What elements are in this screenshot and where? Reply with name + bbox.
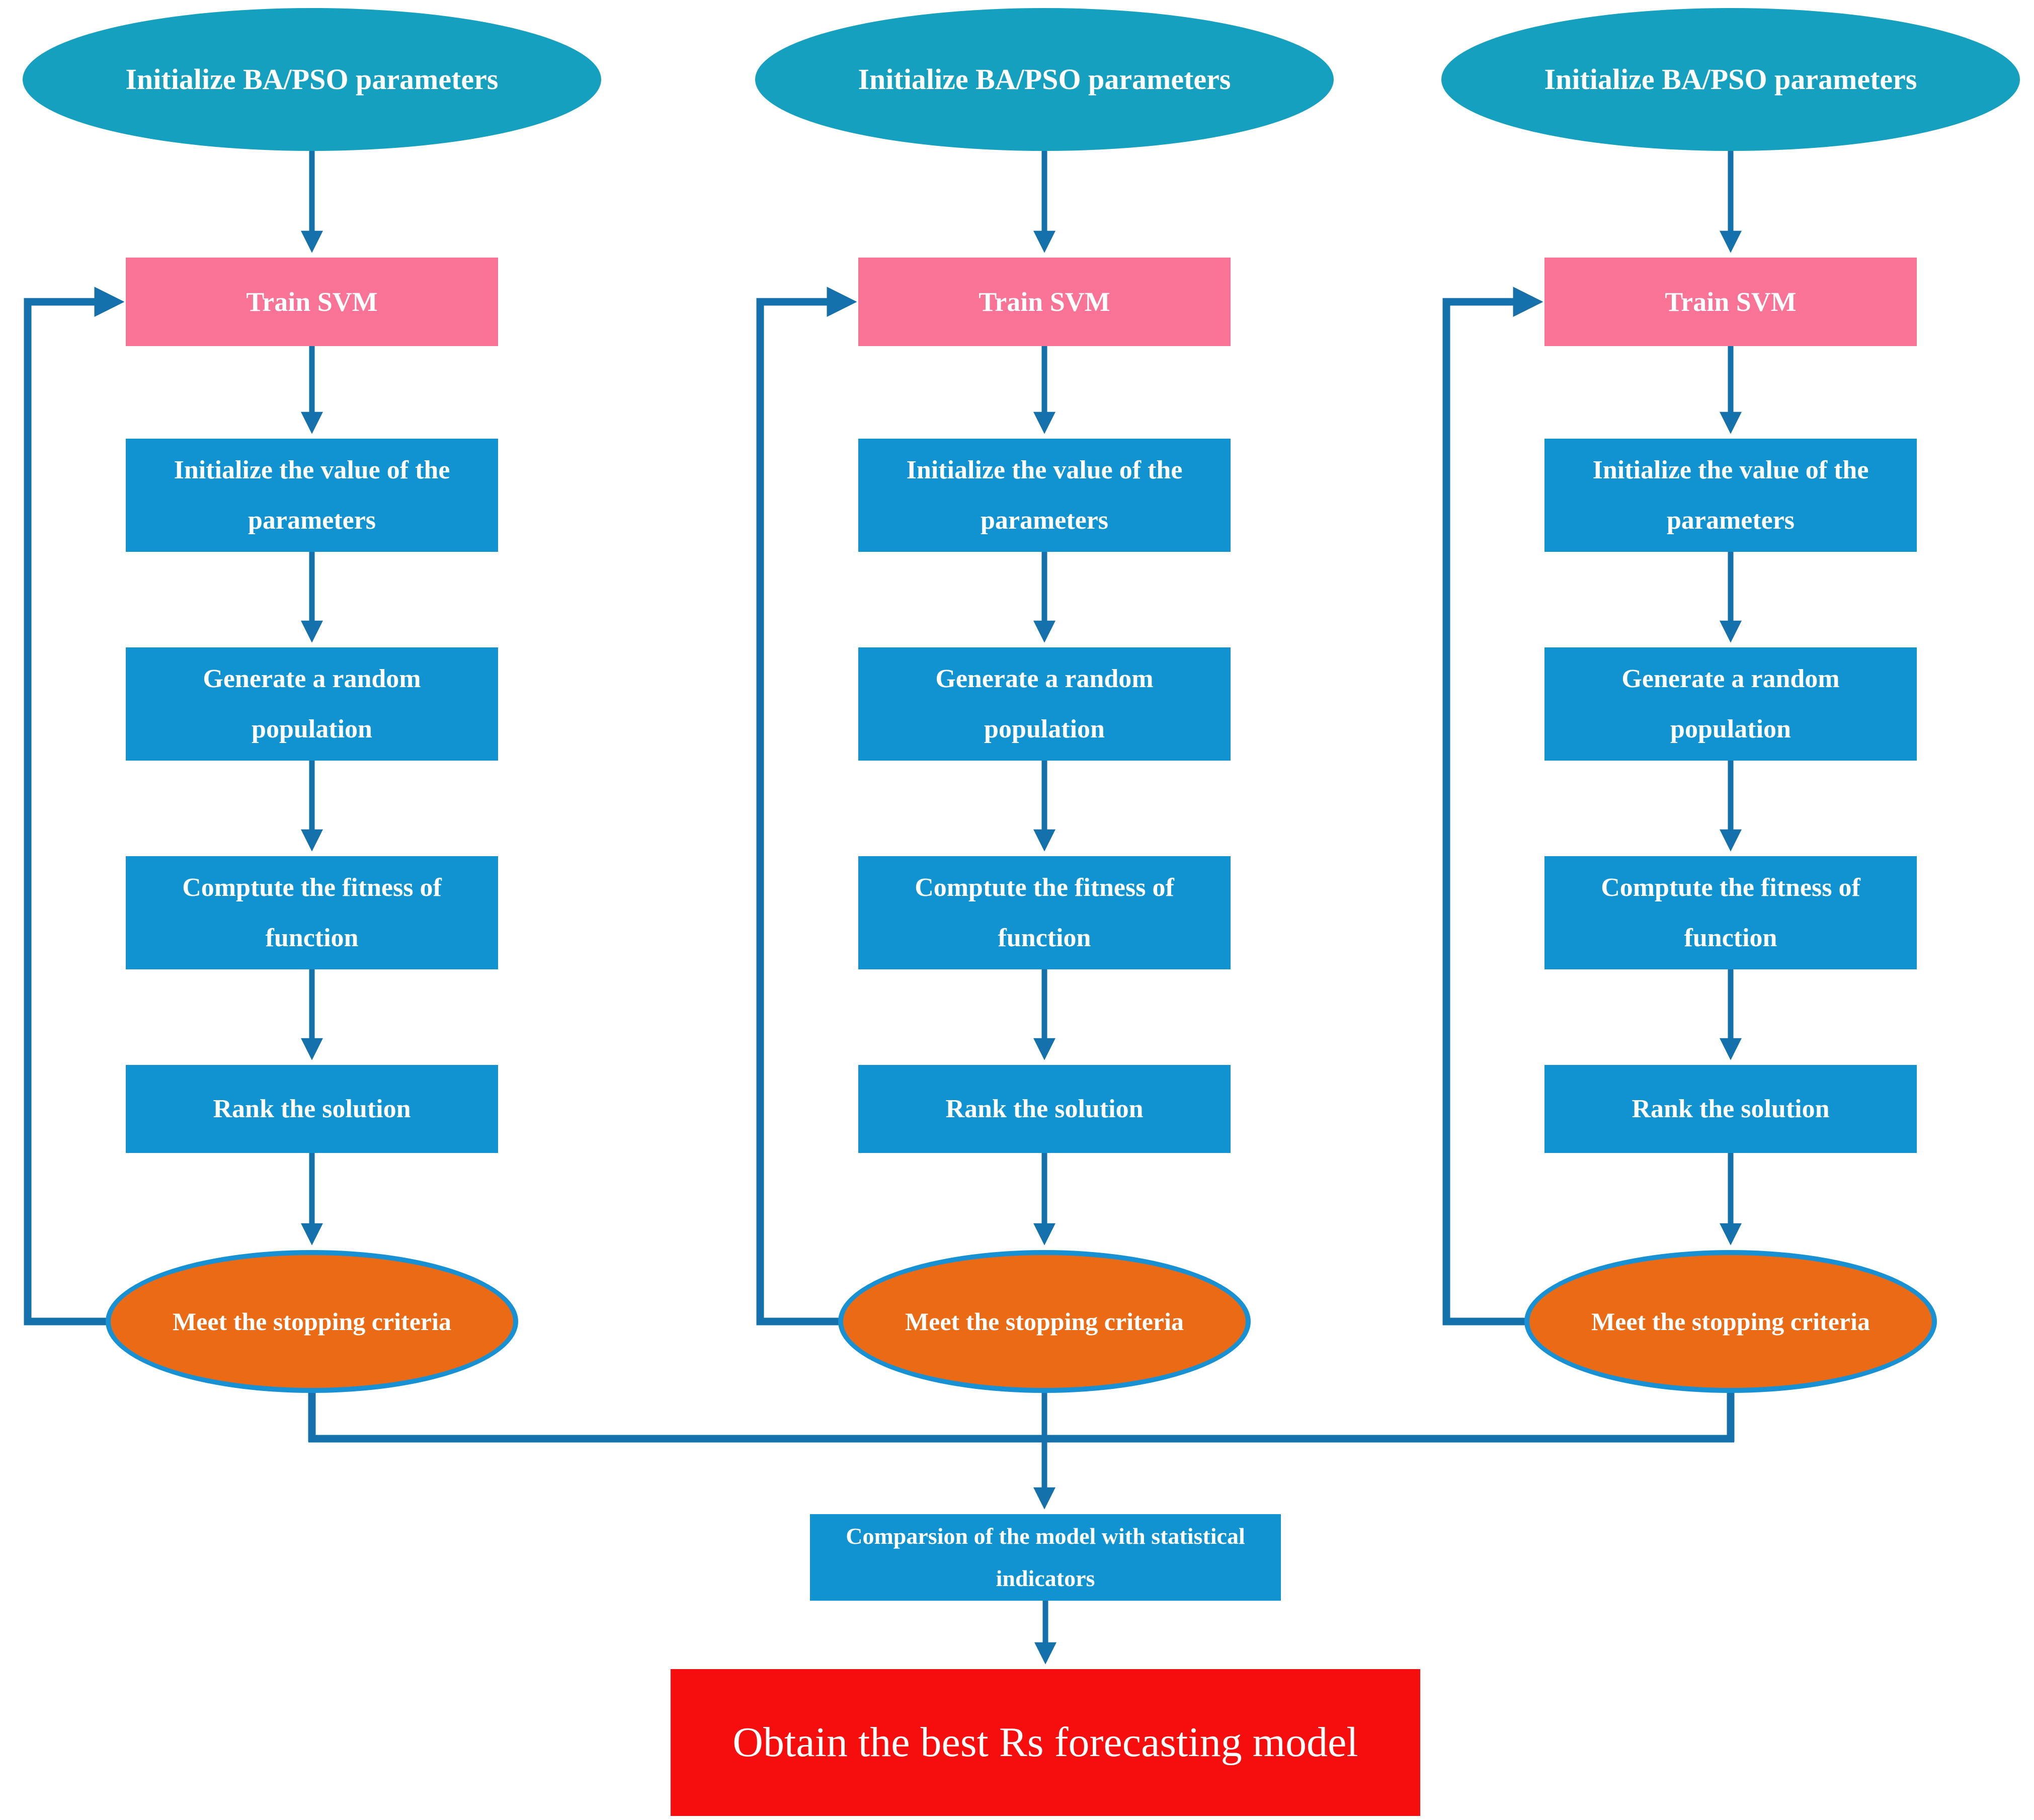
generate-population-label: Generate a random population — [935, 664, 1154, 743]
init-value-box-col3: Initialize the value of the parameters — [1544, 439, 1917, 552]
start-ellipse-col3: Initialize BA/PSO parameters — [1441, 8, 2020, 151]
stopping-criteria-ellipse-col2: Meet the stopping criteria — [838, 1250, 1251, 1393]
generate-population-box-col2: Generate a random population — [858, 647, 1231, 761]
stopping-criteria-ellipse-col1: Meet the stopping criteria — [106, 1250, 518, 1393]
train-svm-box-col3: Train SVM — [1544, 258, 1917, 346]
comparison-label: Comparsion of the model with statistical… — [846, 1523, 1245, 1591]
rank-solution-box-col2: Rank the solution — [858, 1065, 1231, 1153]
final-model-box: Obtain the best Rs forecasting model — [671, 1669, 1420, 1816]
start-label: Initialize BA/PSO parameters — [125, 63, 499, 96]
rank-solution-box-col3: Rank the solution — [1544, 1065, 1917, 1153]
train-svm-label: Train SVM — [246, 287, 378, 317]
compute-fitness-label: Comptute the fitness of function — [1601, 873, 1860, 952]
stopping-criteria-ellipse-col3: Meet the stopping criteria — [1524, 1250, 1937, 1393]
compute-fitness-box-col1: Comptute the fitness of function — [126, 856, 498, 969]
init-value-label: Initialize the value of the parameters — [174, 455, 450, 535]
feedback-loop-col3 — [1442, 287, 1543, 1326]
generate-population-box-col3: Generate a random population — [1544, 647, 1917, 761]
stopping-criteria-label: Meet the stopping criteria — [172, 1307, 451, 1336]
start-label: Initialize BA/PSO parameters — [858, 63, 1231, 96]
init-value-box-col2: Initialize the value of the parameters — [858, 439, 1231, 552]
stopping-criteria-label: Meet the stopping criteria — [1591, 1307, 1870, 1336]
compute-fitness-label: Comptute the fitness of function — [915, 873, 1174, 952]
final-model-label: Obtain the best Rs forecasting model — [733, 1719, 1358, 1766]
stopping-criteria-label: Meet the stopping criteria — [905, 1307, 1184, 1336]
generate-population-label: Generate a random population — [1621, 664, 1840, 743]
start-ellipse-col2: Initialize BA/PSO parameters — [755, 8, 1334, 151]
feedback-loop-col1 — [24, 287, 125, 1326]
init-value-label: Initialize the value of the parameters — [1592, 455, 1869, 535]
compute-fitness-label: Comptute the fitness of function — [182, 873, 442, 952]
init-value-label: Initialize the value of the parameters — [906, 455, 1183, 535]
start-label: Initialize BA/PSO parameters — [1544, 63, 1917, 96]
rank-solution-box-col1: Rank the solution — [126, 1065, 498, 1153]
train-svm-label: Train SVM — [1665, 287, 1797, 317]
start-ellipse-col1: Initialize BA/PSO parameters — [23, 8, 601, 151]
comparison-box: Comparsion of the model with statistical… — [810, 1514, 1281, 1601]
train-svm-box-col1: Train SVM — [126, 258, 498, 346]
compute-fitness-box-col2: Comptute the fitness of function — [858, 856, 1231, 969]
generate-population-box-col1: Generate a random population — [126, 647, 498, 761]
generate-population-label: Generate a random population — [203, 664, 421, 743]
train-svm-label: Train SVM — [979, 287, 1110, 317]
rank-solution-label: Rank the solution — [1632, 1094, 1830, 1123]
compute-fitness-box-col3: Comptute the fitness of function — [1544, 856, 1917, 969]
feedback-loop-col2 — [756, 287, 857, 1326]
rank-solution-label: Rank the solution — [213, 1094, 411, 1123]
init-value-box-col1: Initialize the value of the parameters — [126, 439, 498, 552]
rank-solution-label: Rank the solution — [945, 1094, 1144, 1123]
train-svm-box-col2: Train SVM — [858, 258, 1231, 346]
